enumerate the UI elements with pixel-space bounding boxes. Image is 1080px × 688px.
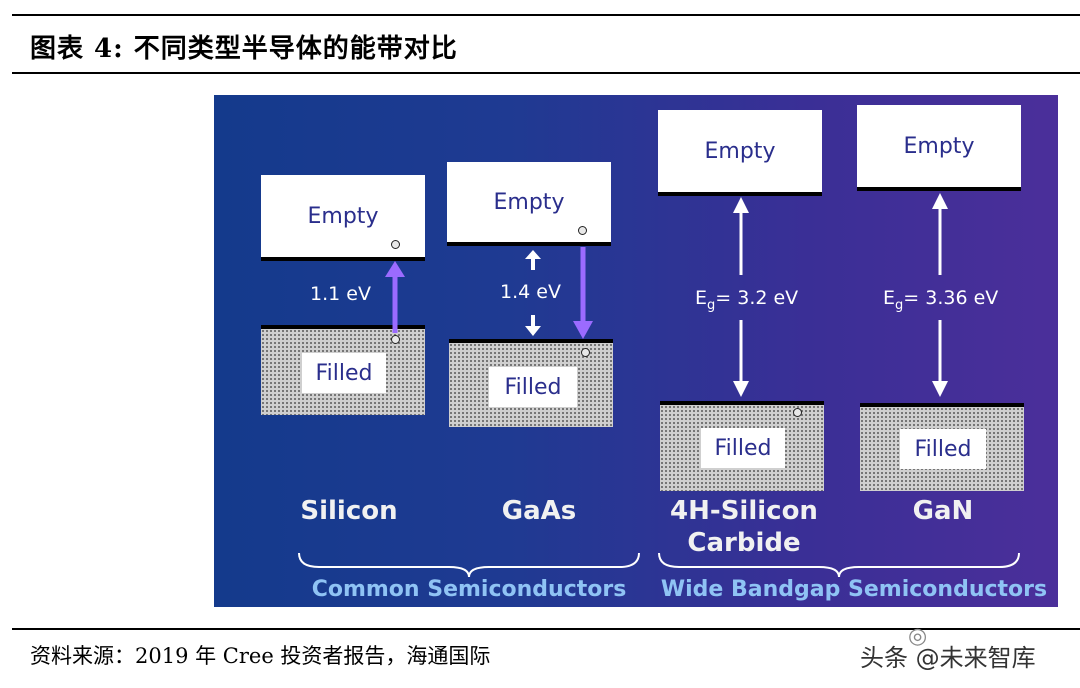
sic-gap-prefix: E <box>695 287 708 309</box>
silicon-filled-label: Filled <box>315 360 373 386</box>
gan-up-arrow <box>932 193 948 275</box>
silicon-filled-box: Filled <box>302 353 386 393</box>
arrows-layer <box>298 193 1020 578</box>
gan-empty-label: Empty <box>903 133 975 159</box>
silicon-empty-label: Empty <box>307 203 379 229</box>
sic-filled-box: Filled <box>701 428 785 468</box>
figure-title: 图表 4: 不同类型半导体的能带对比 <box>30 34 458 64</box>
gan-name: GaN <box>912 496 974 526</box>
silicon-empty-band: Empty <box>261 175 425 261</box>
gaas-up-arrow <box>525 250 541 270</box>
sic-empty-label: Empty <box>704 138 776 164</box>
sic-gap-sub: g <box>707 297 716 313</box>
gan-gap-prefix: E <box>883 287 896 309</box>
gan-gap-value: = 3.36 eV <box>903 287 999 309</box>
sic-empty-band: Empty <box>658 110 822 196</box>
silicon-electron <box>391 240 400 249</box>
sic-gap-label: Eg= 3.2 eV <box>695 287 798 313</box>
gaas-electron <box>578 226 587 235</box>
gaas-down-arrow <box>525 315 541 336</box>
title-rule <box>12 72 1080 74</box>
gan-filled-box: Filled <box>900 429 986 469</box>
sic-filled-label: Filled <box>714 435 772 461</box>
gaas-name: GaAs <box>501 496 577 526</box>
gaas-hole <box>581 348 590 357</box>
silicon-name: Silicon <box>300 496 398 526</box>
gaas-empty-label: Empty <box>493 189 565 215</box>
sic-hole <box>793 408 802 417</box>
gan-gap-label: Eg= 3.36 eV <box>883 287 998 313</box>
gaas-gap-arrow <box>573 247 593 339</box>
gaas-gap-label: 1.4 eV <box>500 281 561 303</box>
wide-bandgap-label: Wide Bandgap Semiconductors <box>660 577 1048 602</box>
band-diagram-panel: Empty 1.1 eV Filled Empty 1.4 eV Filled … <box>214 95 1058 607</box>
source-note: 资料来源：2019 年 Cree 投资者报告，海通国际 <box>30 644 491 668</box>
top-rule <box>12 14 1080 16</box>
silicon-gap-arrow <box>385 261 405 333</box>
common-semiconductors-label: Common Semiconductors <box>311 577 627 602</box>
gan-down-arrow <box>932 320 948 397</box>
common-brace <box>298 552 640 578</box>
sic-up-arrow <box>733 197 749 275</box>
gaas-filled-box: Filled <box>489 367 577 407</box>
sic-gap-value: = 3.2 eV <box>715 287 799 309</box>
sic-down-arrow <box>733 320 749 397</box>
wide-brace <box>658 552 1020 578</box>
gan-filled-label: Filled <box>914 436 972 462</box>
silicon-gap-label: 1.1 eV <box>310 283 371 305</box>
wechat-icon: ◎ <box>908 624 928 649</box>
watermark: 头条 @未来智库 <box>860 644 1036 672</box>
bottom-rule <box>12 628 1080 630</box>
gaas-filled-label: Filled <box>504 374 562 400</box>
silicon-hole <box>391 335 400 344</box>
gan-empty-band: Empty <box>857 105 1021 191</box>
gan-gap-sub: g <box>895 297 904 313</box>
